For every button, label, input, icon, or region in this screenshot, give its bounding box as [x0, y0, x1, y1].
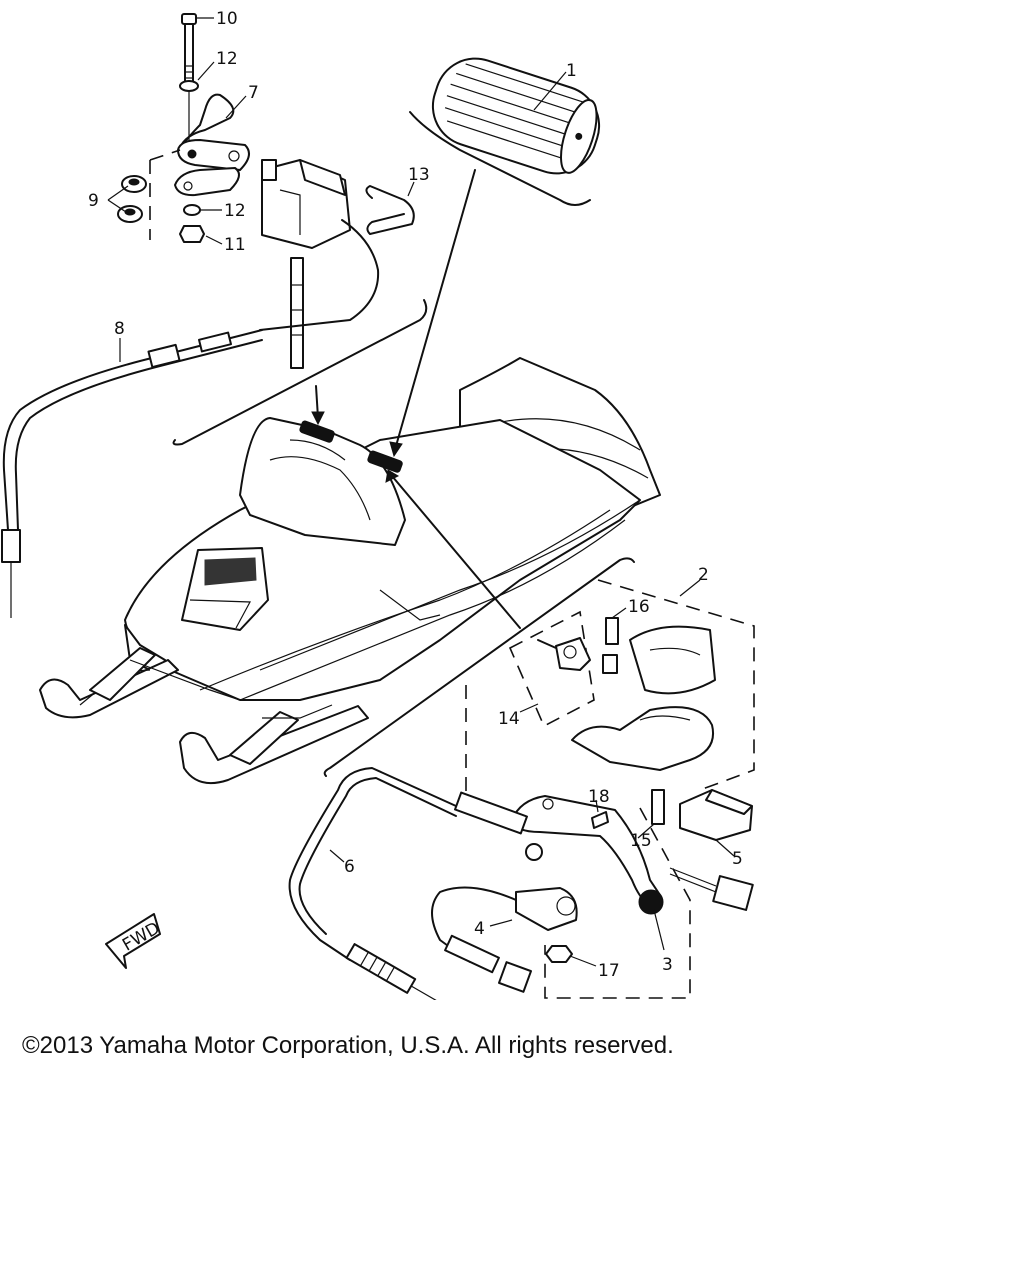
fwd-arrow-icon: FWD	[105, 913, 163, 969]
callout-labels: 1 2 3 4 5 6 7 8 9 10 11 12 12 13 14 15 1…	[88, 9, 743, 981]
callout-11: 11	[224, 235, 246, 255]
brake-lever-assembly	[288, 557, 755, 1000]
callout-12-upper: 12	[216, 49, 238, 69]
parts-diagram: FWD 1 2 3 4 5 6 7 8 9 10 11 12	[1, 9, 755, 1000]
callout-1: 1	[566, 61, 577, 81]
callout-6: 6	[344, 857, 355, 877]
spring-clip-part	[365, 185, 415, 235]
callout-5: 5	[732, 849, 743, 869]
callout-3: 3	[662, 955, 673, 975]
callout-8: 8	[114, 319, 125, 339]
throttle-cable-part	[1, 329, 263, 618]
callout-17: 17	[598, 961, 620, 981]
callout-14: 14	[498, 709, 520, 729]
callout-18: 18	[588, 787, 610, 807]
callout-15: 15	[630, 831, 652, 851]
snowmobile-body	[39, 169, 661, 784]
callout-16: 16	[628, 597, 650, 617]
callout-leaders	[107, 17, 735, 967]
callout-13: 13	[408, 165, 430, 185]
callout-12-lower: 12	[224, 201, 246, 221]
copyright-notice: ©2013 Yamaha Motor Corporation, U.S.A. A…	[22, 1032, 674, 1059]
callout-2: 2	[698, 565, 709, 585]
throttle-assembly	[117, 13, 380, 369]
callout-9: 9	[88, 191, 99, 211]
callout-10: 10	[216, 9, 238, 29]
callout-4: 4	[474, 919, 485, 939]
callout-7: 7	[248, 83, 259, 103]
grip-part	[409, 57, 601, 206]
